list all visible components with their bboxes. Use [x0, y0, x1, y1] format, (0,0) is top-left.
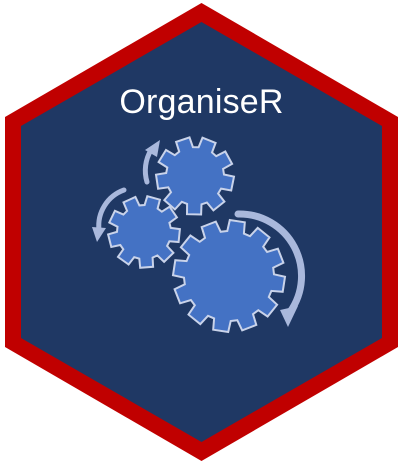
gears-icon — [92, 136, 306, 334]
arrow-top-head-icon — [145, 140, 160, 157]
hex-background — [21, 22, 382, 442]
gear-left-icon — [106, 194, 181, 269]
arrow-right-head-icon — [280, 306, 298, 327]
arrow-right-icon — [234, 210, 306, 316]
gear-big-icon — [171, 218, 287, 334]
arrow-left-icon — [96, 187, 127, 233]
logo-title: OrganiseR — [119, 83, 284, 121]
gear-top-icon — [154, 136, 236, 216]
arrow-left-head-icon — [92, 227, 106, 242]
